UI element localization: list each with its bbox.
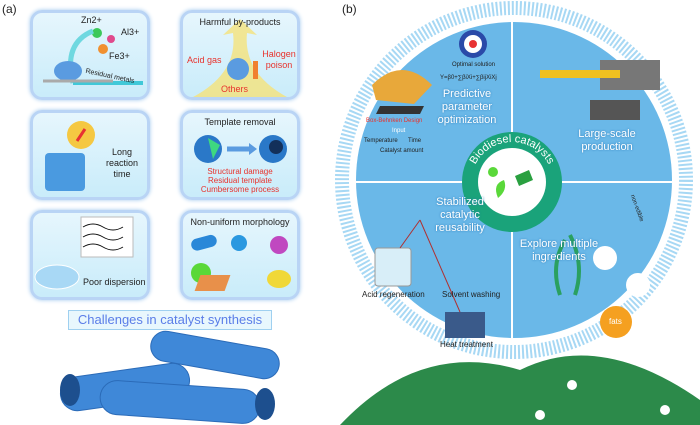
- arrow-up-illustration: [193, 19, 287, 97]
- ion-fe: Fe3+: [109, 51, 130, 61]
- target-icon: [459, 30, 487, 58]
- harmful-title: Harmful by-products: [199, 17, 281, 27]
- harmful-item: Halogen poison: [262, 49, 296, 70]
- template-issues-list: Structural damage Residual template Cumb…: [183, 167, 297, 194]
- response-surface: [372, 70, 432, 104]
- harmful-item: Others: [221, 84, 249, 94]
- ion-al: Al3+: [121, 27, 140, 37]
- template-title: Template removal: [204, 117, 276, 127]
- beaker-clock-illustration: [45, 121, 95, 191]
- acid-regeneration-label: Acid regeneration: [362, 290, 425, 299]
- droplet-icon: [488, 167, 498, 177]
- solvent-washing-label: Solvent washing: [442, 290, 501, 299]
- input-temperature: Temperature: [364, 138, 398, 144]
- input-time: Time: [408, 138, 422, 144]
- template-issue: Residual template: [207, 176, 273, 185]
- ion-zn: Zn2+: [81, 15, 102, 25]
- residual-metals-illustration: [43, 28, 143, 85]
- challenges-banner: Challenges in catalyst synthesis: [68, 310, 272, 330]
- leaf-icon: [496, 180, 506, 198]
- porous-tubes-illustration: [59, 330, 280, 424]
- quadrant-reusability: Stabilized catalytic reusability: [435, 196, 485, 234]
- template-issue: Cumbersome process: [200, 185, 280, 194]
- template-issue: Structural damage: [207, 167, 273, 176]
- panel-b-label: (b): [342, 2, 357, 16]
- quadrant-large-scale: Large-scale production: [578, 128, 636, 153]
- quadrant-predictive: Predictive parameter optimization: [437, 88, 497, 126]
- poor-dispersion-caption: Poor dispersion: [83, 277, 146, 287]
- input-catalyst-amount: Catalyst amount: [380, 148, 424, 154]
- equation: Y=β0+∑βiXi+∑βijXiXj: [440, 75, 497, 81]
- template-spheres-illustration: [194, 135, 287, 163]
- long-reaction-caption: Long reaction time: [105, 147, 139, 179]
- poor-dispersion-panel: Poor dispersion: [30, 210, 150, 300]
- input-label: Input: [392, 128, 406, 134]
- template-removal-panel: Template removal Structural damage Resid…: [180, 110, 300, 200]
- quadrant-ingredients: Explore multiple ingredients: [519, 238, 599, 263]
- optimal-solution-label: Optimal solution: [452, 62, 496, 68]
- panel-a-label: (a): [2, 2, 17, 16]
- residual-metals-panel: Zn2+ Al3+ Fe3+ Residual metals: [30, 10, 150, 100]
- long-reaction-panel: Long reaction time: [30, 110, 150, 200]
- harmful-item: Acid gas: [187, 55, 222, 65]
- fuel-nozzle-icon: [515, 170, 533, 186]
- flask-network-illustration: [34, 216, 134, 290]
- morphology-panel: Non-uniform morphology: [180, 210, 300, 300]
- harmful-byproducts-panel: Harmful by-products Acid gas Halogen poi…: [180, 10, 300, 100]
- morphology-title: Non-uniform morphology: [190, 217, 290, 227]
- bbd-label: Box-Behnken Design: [366, 118, 423, 124]
- fats-label: fats: [609, 317, 622, 326]
- heat-treatment-label: Heat treatment: [440, 340, 493, 349]
- morphologies-illustration: [191, 234, 291, 291]
